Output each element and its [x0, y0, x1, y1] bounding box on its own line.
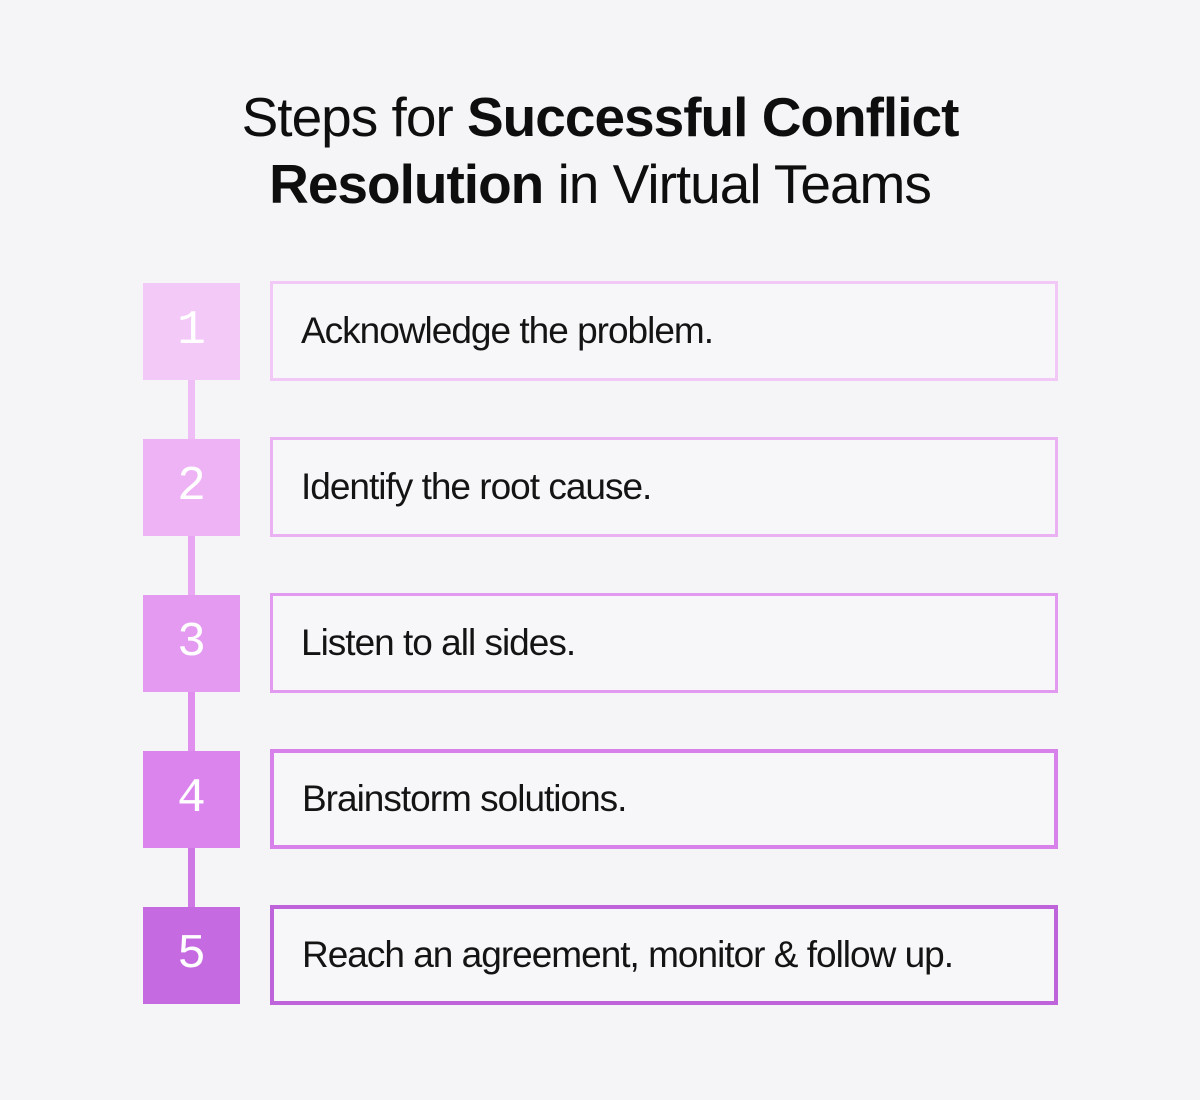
title-suffix: in Virtual Teams — [543, 153, 932, 215]
step-box-4: Brainstorm solutions. — [270, 749, 1058, 849]
step-box-1: Acknowledge the problem. — [270, 281, 1058, 381]
step-box-5: Reach an agreement, monitor & follow up. — [270, 905, 1058, 1005]
step-label-3: Listen to all sides. — [301, 622, 576, 663]
step-connector-3 — [188, 692, 195, 751]
page-title: Steps for Successful Conflict Resolution… — [0, 84, 1200, 218]
step-box-2: Identify the root cause. — [270, 437, 1058, 537]
step-row-5: 5 Reach an agreement, monitor & follow u… — [0, 905, 1200, 1061]
step-number-2: 2 — [177, 459, 206, 514]
step-number-3: 3 — [177, 615, 206, 670]
step-connector-4 — [188, 848, 195, 907]
title-bold: Successful Conflict Resolution — [269, 86, 959, 215]
step-number-square-2: 2 — [143, 439, 240, 536]
step-number-square-1: 1 — [143, 283, 240, 380]
step-row-2: 2 Identify the root cause. — [0, 437, 1200, 595]
step-number-1: 1 — [177, 303, 206, 358]
step-number-square-4: 4 — [143, 751, 240, 848]
step-box-3: Listen to all sides. — [270, 593, 1058, 693]
step-number-5: 5 — [177, 927, 206, 982]
step-row-4: 4 Brainstorm solutions. — [0, 749, 1200, 907]
step-label-5: Reach an agreement, monitor & follow up. — [302, 934, 954, 975]
page-title-text: Steps for Successful Conflict Resolution… — [175, 84, 1025, 218]
step-label-2: Identify the root cause. — [301, 466, 652, 507]
step-number-square-3: 3 — [143, 595, 240, 692]
step-number-4: 4 — [177, 771, 206, 826]
step-number-square-5: 5 — [143, 907, 240, 1004]
step-row-3: 3 Listen to all sides. — [0, 593, 1200, 751]
step-label-1: Acknowledge the problem. — [301, 310, 714, 351]
step-connector-2 — [188, 536, 195, 595]
step-row-1: 1 Acknowledge the problem. — [0, 281, 1200, 439]
title-prefix: Steps for — [241, 86, 467, 148]
step-label-4: Brainstorm solutions. — [302, 778, 627, 819]
step-connector-1 — [188, 380, 195, 439]
